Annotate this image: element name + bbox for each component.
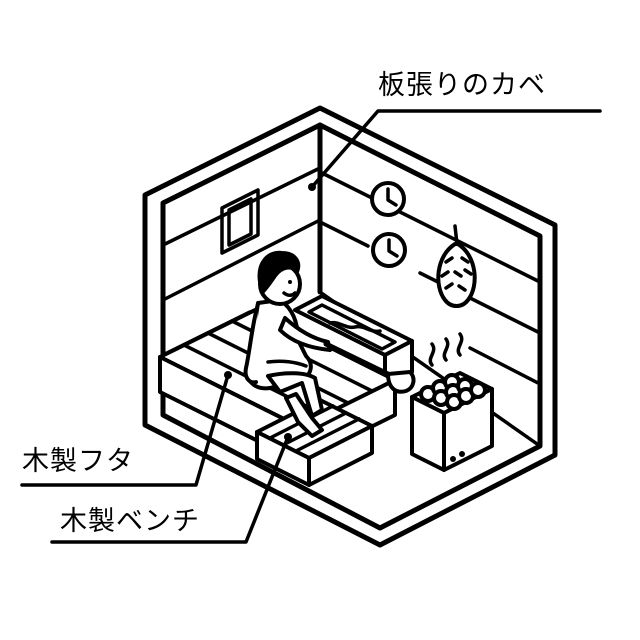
person-figure — [243, 250, 332, 438]
wall-window — [220, 188, 260, 255]
lid-label: 木製フタ — [22, 446, 134, 477]
sauna-stove — [410, 371, 494, 472]
timer-clock-icon — [371, 232, 407, 268]
ladle-icon — [323, 341, 416, 394]
wall-clock-icon — [370, 181, 406, 217]
bench-label: 木製ベンチ — [60, 506, 200, 537]
birch-whisk-icon — [436, 224, 477, 308]
wooden-tub — [293, 294, 414, 388]
leader-lines — [20, 109, 602, 544]
steam-icon — [428, 332, 464, 367]
wall-label: 板張りのカベ — [378, 70, 546, 101]
